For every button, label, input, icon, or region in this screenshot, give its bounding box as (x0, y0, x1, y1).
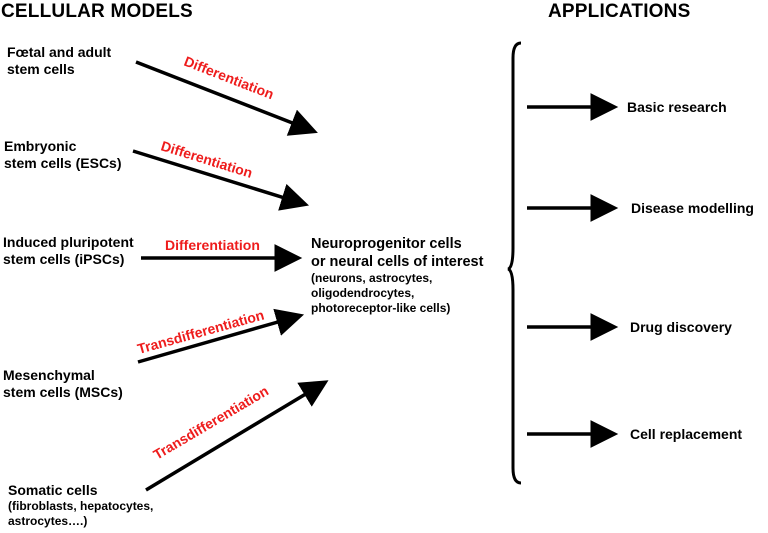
source-label-line2: stem cells (iPSCs) (3, 251, 125, 267)
header-applications: APPLICATIONS (548, 1, 691, 22)
source-label-line1: Induced pluripotent (3, 234, 134, 250)
source-somatic: Somatic cells (fibroblasts, hepatocytes,… (8, 482, 153, 529)
source-label-line2: stem cells (7, 61, 75, 77)
target-detail3: photoreceptor-like cells) (311, 301, 451, 315)
application-disease-modelling: Disease modelling (631, 200, 754, 216)
arrow-foetal-to-target (135, 60, 318, 136)
arrow-escs-to-target (132, 149, 310, 211)
source-ipscs: Induced pluripotent stem cells (iPSCs) (3, 234, 134, 268)
target-line1: Neuroprogenitor cells (311, 236, 462, 252)
source-label-line2: stem cells (ESCs) (4, 155, 122, 171)
brace (507, 41, 522, 485)
header-cellular-models: CELLULAR MODELS (1, 1, 193, 22)
source-label-line3: astrocytes….) (8, 514, 88, 528)
application-basic-research: Basic research (627, 99, 727, 115)
target-detail1: (neurons, astrocytes, (311, 271, 433, 285)
source-label-line1: Embryonic (4, 138, 77, 154)
target-line2: or neural cells of interest (311, 254, 484, 270)
source-mscs: Mesenchymal stem cells (MSCs) (3, 367, 123, 401)
source-label-line1: Fœtal and adult (7, 44, 112, 60)
application-drug-discovery: Drug discovery (630, 319, 732, 335)
arrow-somatic-to-target (145, 380, 329, 492)
source-escs: Embryonic stem cells (ESCs) (4, 138, 122, 172)
arrow-mscs-to-target (137, 308, 305, 364)
source-label-line2: stem cells (MSCs) (3, 384, 123, 400)
source-label-line1: Somatic cells (8, 482, 98, 498)
source-label-line2: (fibroblasts, hepatocytes, (8, 499, 154, 513)
source-foetal-adult: Fœtal and adult stem cells (7, 44, 111, 78)
label-differentiation-foetal: Differentiation (182, 53, 276, 102)
target-neural-cells: Neuroprogenitor cells or neural cells of… (311, 235, 483, 316)
label-differentiation-ipscs: Differentiation (165, 237, 260, 253)
source-label-line1: Mesenchymal (3, 367, 95, 383)
target-detail2: oligodendrocytes, (311, 286, 415, 300)
application-cell-replacement: Cell replacement (630, 426, 743, 442)
